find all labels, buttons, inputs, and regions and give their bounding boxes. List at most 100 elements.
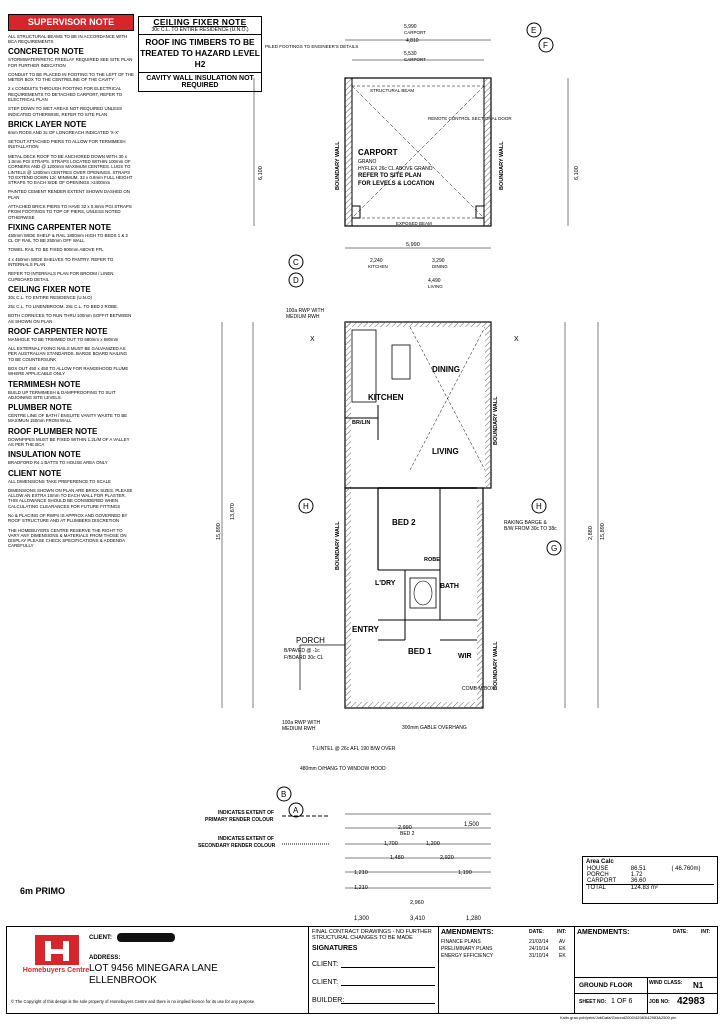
note-text: ALL EXTERNAL FIXING NAILS MUST BE GALVAN…: [8, 346, 127, 362]
wir-label: WIR: [458, 653, 472, 660]
dining-label: DINING: [432, 365, 460, 374]
sig-builder: BUILDER:: [312, 997, 345, 1004]
area-total-value: 124.83 m²: [630, 885, 658, 891]
boundary-wall-carport-left: BOUNDARY WALL: [335, 141, 341, 190]
amend-description: ENERGY EFFICIENCY: [441, 953, 494, 959]
bottom-dim-1280: 1,280: [466, 916, 482, 922]
section-markers: E F C D B A G H H X X: [276, 22, 562, 818]
note-text: THE HOMEBUYERS CENTRE RESERVE THE RIGHT …: [8, 527, 127, 549]
section-h-left: H: [303, 502, 309, 511]
homebuyers-logo-icon: [35, 935, 79, 965]
note-text: BOX OUT 450 x 450 TO ALLOW FOR RANGEHOOD…: [8, 366, 129, 377]
section-x-right: X: [514, 336, 519, 343]
area-row-label: CARPORT: [587, 878, 617, 884]
address-line-2: ELLENBROOK: [89, 975, 157, 986]
carport-refer-2: FOR LEVELS & LOCATION: [358, 181, 434, 187]
note-text: 6mm RODS AND 3c OF LONGREACH INDICATED '…: [8, 129, 119, 135]
carport-dim-5530: 5,530: [404, 51, 417, 57]
note-text: BUILD UP TERMIMESH & DAMPPROOFING TO SUI…: [8, 389, 116, 400]
area-total-label: TOTAL: [587, 885, 606, 891]
amendments-label: AMENDMENTS:: [441, 929, 494, 936]
copyright-notice: © The Copyright of this design is the so…: [11, 999, 256, 1004]
sig-client-2: CLIENT:: [312, 979, 339, 986]
note-text: 4 x 450mm WIDE SHELVES TO PANTRY. REFER …: [8, 256, 114, 267]
client-panel: Homebuyers Centre CLIENT: ADDRESS: LOT 9…: [7, 927, 309, 1013]
house-outline: [299, 321, 492, 709]
area-row-label: PORCH: [587, 872, 609, 878]
bottom-dim-1700: 1,700: [384, 841, 398, 847]
model-name: 6m PRIMO: [20, 886, 65, 896]
supervisor-note-title: SUPERVISOR NOTE: [8, 14, 134, 31]
section-b: B: [281, 790, 286, 799]
boundary-wall-carport-right: BOUNDARY WALL: [499, 141, 505, 190]
note-text: DOWNPIPES MUST BE FIXED WITHIN 1.2L/M OF…: [8, 436, 130, 448]
bottom-dim-1300: 1,300: [354, 916, 370, 922]
entry-label: ENTRY: [352, 625, 379, 634]
dining-width-dim: 3,290: [432, 258, 445, 264]
note-heading: CEILING FIXER NOTE: [8, 284, 91, 294]
bottom-dim-2990: 2,990: [398, 825, 412, 831]
note-text: REFER TO INTERNALS PLAN FOR BROOM / LINE…: [8, 271, 114, 282]
amend-initials: EK: [559, 946, 566, 952]
section-c: C: [293, 258, 299, 267]
amend-date-label-2: DATE:: [673, 929, 688, 935]
note-heading: FIXING CARPENTER NOTE: [8, 222, 112, 232]
company-name: Homebuyers Centre: [22, 967, 90, 974]
section-x-left: X: [310, 336, 315, 343]
roof-timbers-note: ROOF ING TIMBERS TO BE TREATED TO HAZARD…: [139, 35, 261, 73]
floor-plan: CARPORT GRANO HYFLEX 26c CL ABOVE GRANO …: [20, 22, 606, 922]
primary-render-legend-1: INDICATES EXTENT OF: [218, 810, 274, 816]
note-text: PAINTED CEMENT RENDER EXTENT SHOWN DASHE…: [8, 189, 130, 200]
amendments-label-2: AMENDMENTS:: [577, 929, 630, 936]
file-path-footer: Kalin.grao.pcb/print/JobData/Ground2000\…: [560, 1015, 677, 1020]
right-panel: AMENDMENTS: DATE: INT: GROUND FLOOR WIND…: [575, 927, 718, 1013]
note-text: No & PLACING OF RWPs IS APPROX AND GOVER…: [8, 512, 128, 524]
porch-note-2: F/BOARD 30c CL: [284, 655, 324, 661]
area-row-note: ( 46.760m): [671, 866, 701, 872]
bath-label: BATH: [440, 583, 459, 590]
note-heading: CONCRETOR NOTE: [8, 47, 84, 57]
amend-date-label: DATE:: [529, 929, 544, 935]
dining-dim-label: DINING: [432, 264, 448, 269]
notes-column: SUPERVISOR NOTE ALL STRUCTURAL BEAMS TO …: [8, 14, 134, 553]
job-no-label: JOB NO:: [649, 999, 670, 1005]
area-row-value: 86.51: [630, 866, 646, 872]
boundary-wall-dining: BOUNDARY WALL: [493, 396, 499, 445]
section-a: A: [293, 806, 299, 815]
note-text: 450mm WIDE SHELF & RAIL 1800mm HIGH TO B…: [8, 232, 128, 244]
structural-beam-label: STRUCTURAL BEAM: [370, 88, 414, 93]
carport-refer: REFER TO SITE PLAN: [358, 173, 421, 179]
note-text: CONDUIT TO BE PLACED IN FOOTING TO THE L…: [8, 71, 134, 83]
carport-grano: GRANO: [358, 159, 376, 165]
section-d: D: [293, 276, 299, 285]
carport-dim-label: CARPORT: [404, 30, 426, 35]
kitchen-dim-label: KITCHEN: [368, 264, 388, 269]
robe-label: ROBE: [424, 557, 440, 563]
kitchen-width-dim: 2,240: [370, 258, 383, 264]
porch-label: PORCH: [296, 636, 325, 645]
note-text: STORMWATER/RETIC FREELAY REQUIRED SEE SI…: [8, 57, 133, 68]
bottom-dim-1190: 1,190: [458, 870, 472, 876]
tlintel-note: T-LINTEL @ 26c AFL 190 B/W OVER: [312, 746, 396, 752]
ceiling-box-sub: 30c C.L. TO ENTIRE RESIDENCE (U.N.O.): [139, 27, 261, 35]
dim-carport-right: 6,100: [574, 166, 580, 180]
carport-label: CARPORT: [358, 148, 398, 157]
bed2-label: BED 2: [392, 518, 416, 527]
bottom-dim-bed2: BED 2: [400, 831, 415, 837]
ground-floor-label: GROUND FLOOR: [579, 982, 633, 989]
note-text: TOWEL RAIL TO BE FIXED 900mm ABOVE FFL: [8, 247, 104, 253]
ceiling-box-title: CEILING FIXER NOTE: [153, 17, 247, 27]
amend-description: PRELIMINARY PLANS: [441, 946, 493, 952]
living-dim-label: LIVING: [428, 284, 443, 289]
title-block: Homebuyers Centre CLIENT: ADDRESS: LOT 9…: [6, 926, 718, 1014]
gable-note: 300mm GABLE OVERHANG: [402, 725, 467, 731]
note-heading: BRICK LAYER NOTE: [8, 119, 87, 129]
job-no-value: 42983: [677, 996, 705, 1007]
boundary-wall-bed1: BOUNDARY WALL: [493, 641, 499, 690]
kitchen-label: KITCHEN: [368, 393, 404, 402]
rwp-note-top-2: MEDIUM RWH: [286, 314, 320, 320]
carport: [344, 77, 492, 227]
